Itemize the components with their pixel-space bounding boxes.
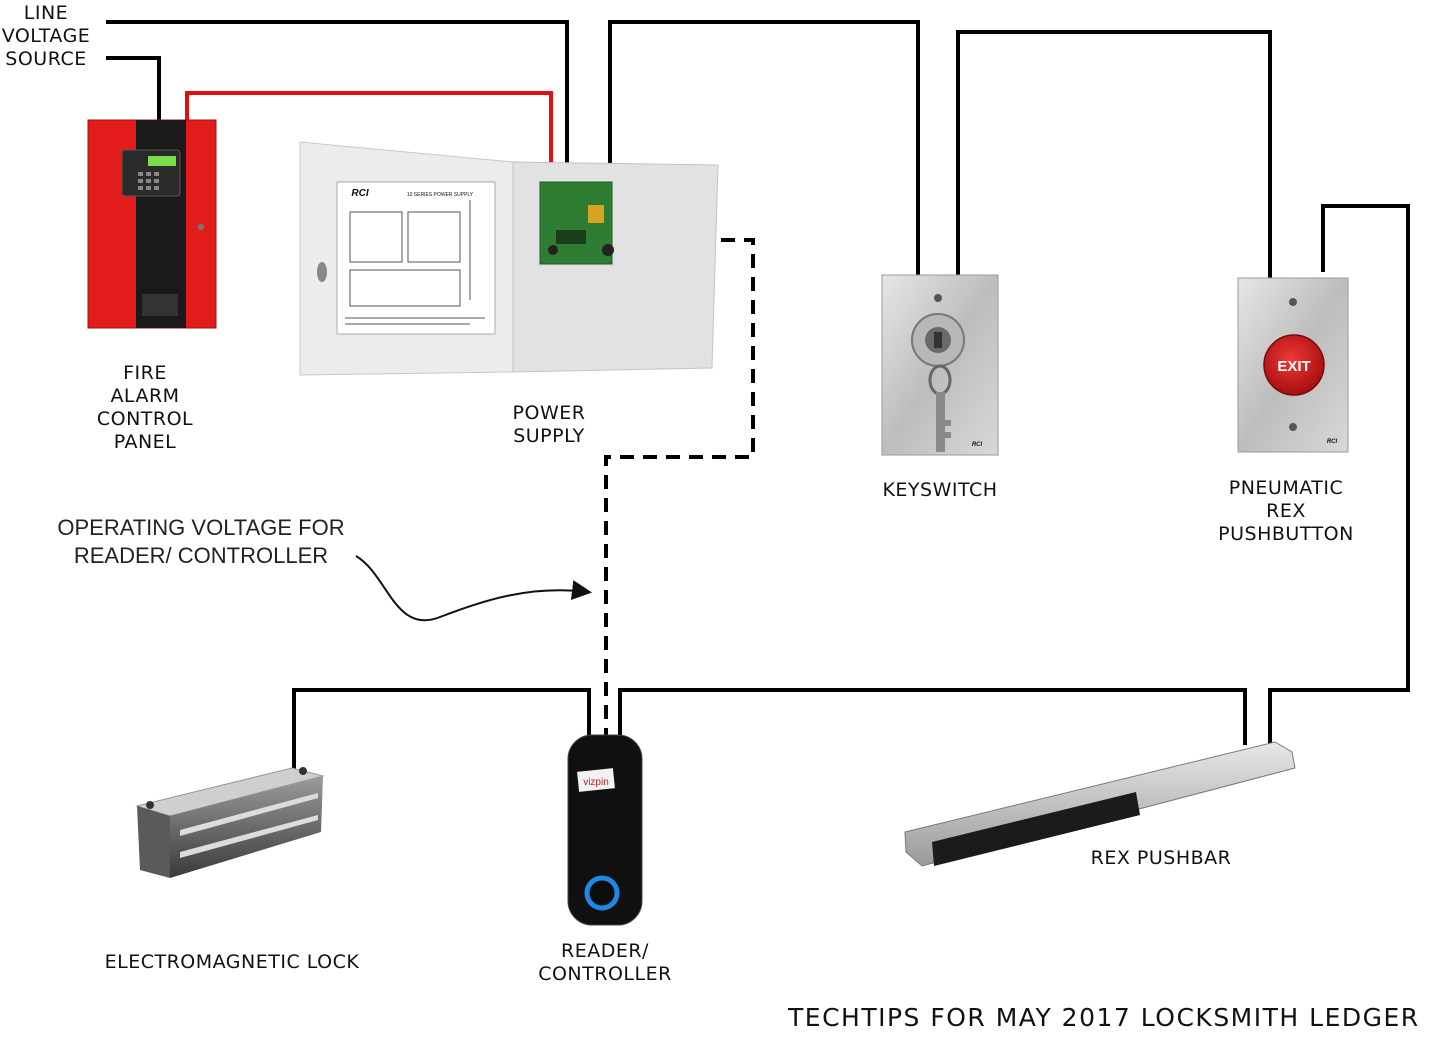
wire-fire-panel-to-power-supply-red: [185, 91, 553, 182]
wires: [106, 20, 1410, 772]
label-rex-pushbar: REX PUSHBAR: [1090, 847, 1232, 869]
wire-power-supply-to-keyswitch: [608, 20, 920, 275]
keyswitch-device: [881, 274, 999, 456]
wire-line-voltage-to-power-supply: [106, 20, 569, 182]
pushbutton-brand-text: RCI: [1327, 439, 1338, 445]
wire-reader-to-lock: [292, 688, 591, 772]
label-pneumatic-rex-pushbutton: PNEUMATIC REX PUSHBUTTON: [1218, 477, 1354, 545]
power-supply-brand-text: RCI: [351, 188, 368, 199]
label-fire-alarm-control-panel: FIRE ALARM CONTROL PANEL: [96, 362, 194, 453]
keyswitch-brand-text: RCI: [972, 442, 983, 448]
electromagnetic-lock-device: [135, 767, 325, 878]
reader-brand-text: vizpin: [583, 777, 609, 788]
label-line-voltage-source: LINE VOLTAGE SOURCE: [1, 2, 91, 70]
rex-pushbutton-device: [1237, 277, 1349, 453]
wire-reader-to-pushbar: [618, 688, 1247, 745]
label-keyswitch: KEYSWITCH: [882, 479, 998, 501]
reader-controller-device: [567, 734, 643, 926]
footer-caption: TECHTIPS FOR MAY 2017 LOCKSMITH LEDGER: [788, 1003, 1420, 1032]
power-supply-sheet-title: 10 SERIES POWER SUPPLY: [407, 192, 474, 198]
exit-button-text: EXIT: [1277, 358, 1310, 375]
wire-keyswitch-to-pushbutton: [956, 30, 1272, 278]
rex-pushbar-device: [904, 741, 1296, 867]
operating-voltage-arrow: [355, 555, 592, 622]
power-supply-enclosure: [299, 141, 719, 376]
label-reader-controller: READER/ CONTROLLER: [538, 940, 672, 985]
label-power-supply: POWER SUPPLY: [512, 402, 586, 447]
wire-line-voltage-to-fire-panel: [106, 56, 161, 124]
fire-alarm-control-panel: [87, 119, 217, 329]
label-electromagnetic-lock: ELECTROMAGNETIC LOCK: [104, 951, 360, 973]
wire-pushbutton-to-pushbar: [1268, 204, 1410, 745]
label-operating-voltage-note: OPERATING VOLTAGE FOR READER/ CONTROLLER: [57, 515, 345, 568]
